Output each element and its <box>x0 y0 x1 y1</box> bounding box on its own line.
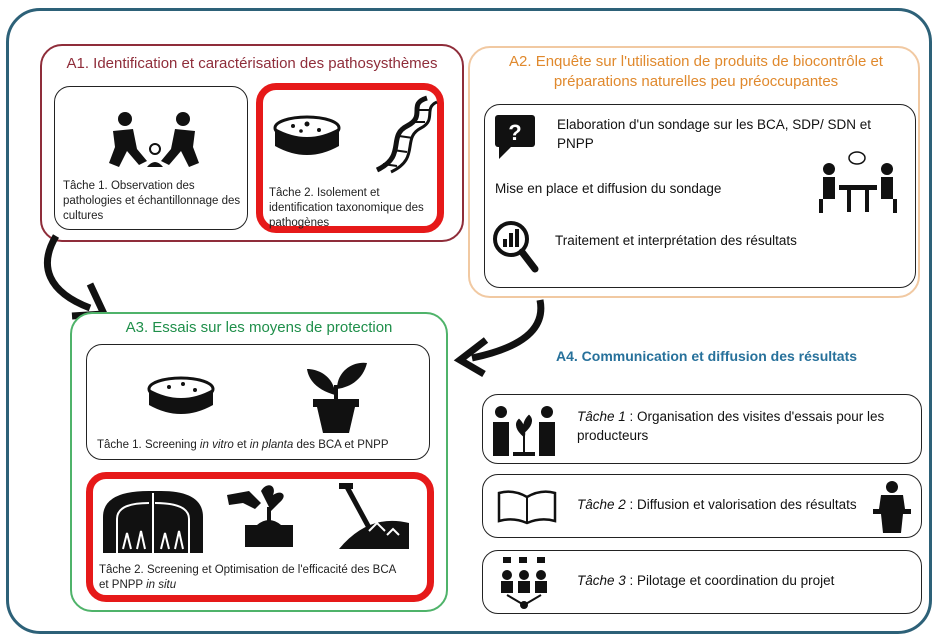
a4-task2-text: Tâche 2 : Diffusion et valorisation des … <box>577 497 857 512</box>
arrow-a2-to-a3 <box>453 299 545 378</box>
team-network-icon <box>501 557 547 609</box>
a1-task2-highlight: Tâche 2. Isolement et identification tax… <box>256 83 444 233</box>
section-a4-title: A4. Communication et diffusion des résul… <box>556 348 858 364</box>
a1-task1-text: Tâche 1. Observation des pathologies et … <box>63 180 241 222</box>
plant-pot-icon <box>307 362 367 433</box>
a4-task3-text: Tâche 3 : Pilotage et coordination du pr… <box>577 573 835 588</box>
planting-hands-icon <box>227 485 293 547</box>
a4-task1-card: Tâche 1 : Organisation des visites d'ess… <box>482 394 922 464</box>
a3-task1-text: Tâche 1. Screening in vitro et in planta… <box>97 439 389 451</box>
a1-task1-card: Tâche 1. Observation des pathologies et … <box>54 86 248 230</box>
a3-task2-highlight: Tâche 2. Screening et Optimisation de l'… <box>86 472 434 602</box>
petri-dish-icon <box>147 376 215 414</box>
question-bubble-icon: ? <box>495 115 535 159</box>
a4-task2-card: Tâche 2 : Diffusion et valorisation des … <box>482 474 922 538</box>
petri-dish-icon <box>273 115 341 155</box>
speaker-podium-icon <box>873 481 911 533</box>
section-a1-title: A1. Identification et caractérisation de… <box>66 55 438 72</box>
open-book-icon <box>497 490 557 525</box>
field-visit-icon <box>493 406 555 456</box>
a2-item1-text: Elaboration d'un sondage sur les BCA, SD… <box>557 117 871 151</box>
a3-task2-text: Tâche 2. Screening et Optimisation de l'… <box>99 564 397 591</box>
a1-task2-text: Tâche 2. Isolement et identification tax… <box>269 187 424 229</box>
people-sampling-icon <box>109 112 199 167</box>
meeting-icon <box>819 151 897 213</box>
outer-frame <box>6 8 932 634</box>
a4-task3-card: Tâche 3 : Pilotage et coordination du pr… <box>482 550 922 614</box>
greenhouse-icon <box>103 491 203 553</box>
svg-text:?: ? <box>508 120 521 145</box>
a2-item2-text: Mise en place et diffusion du sondage <box>495 181 722 196</box>
dna-icon <box>375 95 438 174</box>
analysis-magnifier-icon <box>493 221 539 273</box>
a2-survey-card: ? Elaboration d'un sondage sur les BCA, … <box>484 104 916 288</box>
a2-item3-text: Traitement et interprétation des résulta… <box>555 233 797 248</box>
compost-shovel-icon <box>339 483 409 549</box>
a4-task1-text: Tâche 1 : Organisation des visites d'ess… <box>577 409 885 443</box>
section-a2-title: A2. Enquête sur l'utilisation de produit… <box>509 53 883 90</box>
section-a3-title: A3. Essais sur les moyens de protection <box>125 319 393 336</box>
a3-task1-card: Tâche 1. Screening in vitro et in planta… <box>86 344 430 460</box>
